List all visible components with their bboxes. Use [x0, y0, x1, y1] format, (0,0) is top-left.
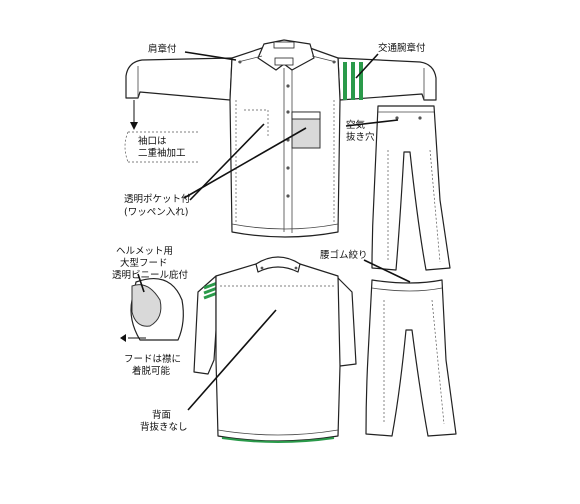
label-helmet-line2: 大型フード: [120, 257, 168, 269]
leader-lines: [137, 51, 411, 411]
hood-visor: [131, 284, 162, 327]
jacket-front-body: [229, 47, 341, 238]
hood: [120, 278, 184, 342]
label-hood-line2: 着脱可能: [132, 365, 171, 377]
jacket-front-left-sleeve: [125, 57, 233, 101]
pants-back: [365, 279, 457, 437]
jacket-front: [125, 39, 437, 238]
label-air-vent-line2: 抜き穴: [346, 131, 375, 143]
jacket-collar: [257, 39, 315, 71]
callout-labels: 肩章付 交通腕章付 袖口は 二重袖加工 空気 抜き穴 透明ポケット付 (ワッペン…: [112, 42, 426, 433]
label-waist-elastic: 腰ゴム絞り: [320, 249, 368, 261]
label-back-line1: 背面: [152, 409, 171, 421]
jacket-back: [193, 256, 357, 443]
cuff-detail: [124, 100, 200, 163]
label-clear-pocket-line2: (ワッペン入れ): [124, 207, 188, 218]
label-back-line2: 背抜きなし: [140, 421, 188, 433]
traffic-armband-stripes: [343, 62, 363, 100]
jacket-buttons: [286, 84, 290, 198]
label-helmet-line3: 透明ビニール庇付: [112, 269, 189, 281]
label-traffic-armband: 交通腕章付: [378, 42, 426, 54]
label-shoulder-strap: 肩章付: [148, 43, 177, 55]
label-air-vent-line1: 空気: [346, 119, 366, 131]
label-cuff-line2: 二重袖加工: [138, 147, 186, 159]
label-hood-line1: フードは襟に: [124, 353, 181, 365]
label-clear-pocket-line1: 透明ポケット付: [124, 194, 191, 205]
label-cuff-line1: 袖口は: [138, 135, 167, 147]
jacket-back-body: [215, 263, 341, 442]
label-helmet-line1: ヘルメット用: [116, 246, 173, 257]
pants-front: [371, 105, 451, 271]
